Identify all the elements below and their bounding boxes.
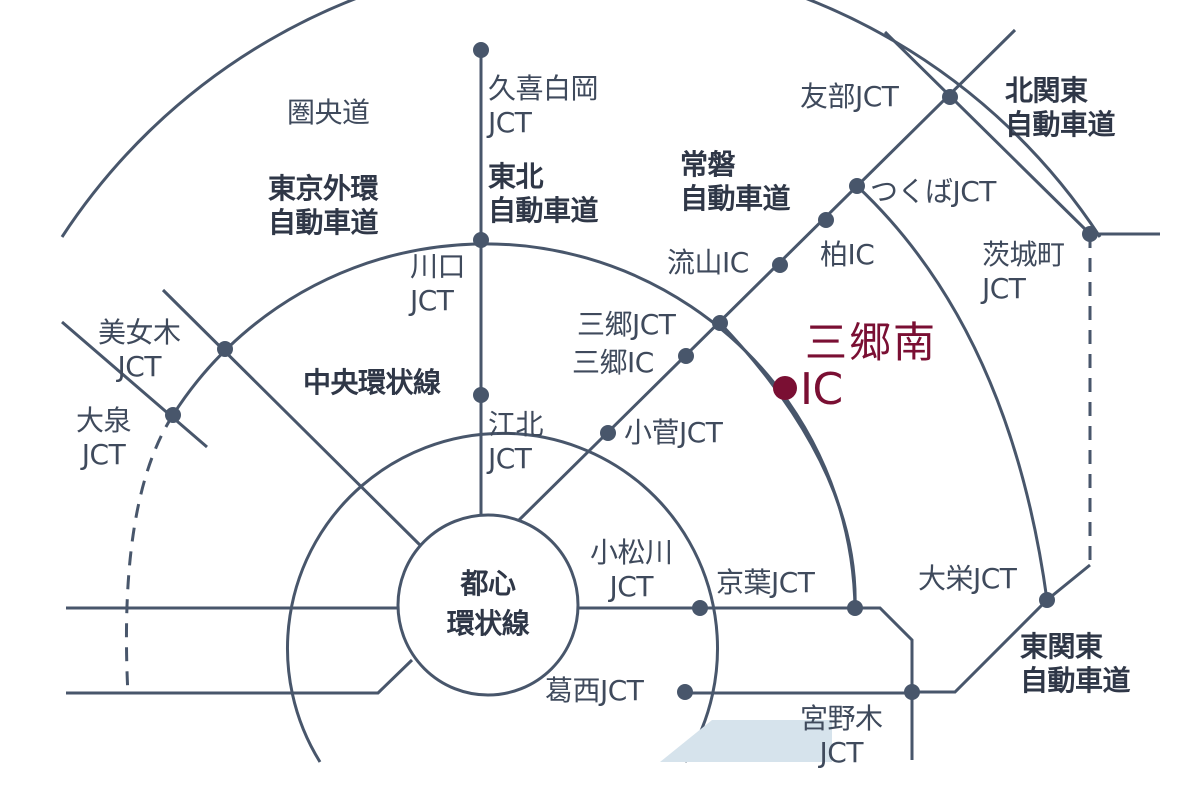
junction-dot	[600, 425, 616, 441]
junction-dot	[772, 257, 788, 273]
junction-dot	[678, 348, 694, 364]
ken-o-label: 圏央道	[287, 96, 370, 129]
nagareyama-label: 流山IC	[667, 246, 749, 279]
oizumi-label: 大泉 JCT	[76, 404, 132, 471]
junction-dot	[473, 232, 489, 248]
kawaguchi-label: 川口 JCT	[410, 250, 466, 317]
ken-o-east-arc	[855, 184, 1049, 601]
higashi-kanto-label: 東関東 自動車道	[1020, 630, 1131, 697]
ibaraki-machi-label: 茨城町 JCT	[982, 238, 1065, 305]
junction-dot	[217, 341, 233, 357]
west-line-lower	[66, 658, 414, 695]
tomobe-label: 友部JCT	[800, 80, 899, 113]
kita-kanto-expressway	[883, 30, 1092, 236]
junction-dot	[904, 684, 920, 700]
komatsugawa-label: 小松川 JCT	[590, 536, 673, 603]
gaikan-ring-dashed	[124, 414, 175, 696]
junction-dot	[692, 600, 708, 616]
keiyo-label: 京葉JCT	[716, 566, 815, 599]
miyanogi-label: 宮野木 JCT	[800, 702, 883, 769]
chuo-kanjo-label: 中央環状線	[303, 366, 441, 399]
kuki-shiraoka-label: 久喜白岡 JCT	[488, 72, 599, 139]
junction-dot	[818, 212, 834, 228]
junction-dot	[165, 407, 181, 423]
joban-expressway	[513, 28, 1017, 526]
taiei-label: 大栄JCT	[918, 562, 1017, 595]
kita-kanto-label: 北関東 自動車道	[1005, 74, 1116, 141]
gaikan-south-arc	[718, 321, 857, 611]
joban-label: 常磐 自動車道	[680, 148, 791, 215]
center-loop-label: 都心 環状線	[446, 567, 530, 640]
center-circle	[396, 513, 580, 697]
tohoku-label: 東北 自動車道	[488, 160, 599, 227]
bijogi-label: 美女木 JCT	[98, 316, 181, 383]
kasai-label: 葛西JCT	[545, 674, 644, 707]
misato-ic-label: 三郷IC	[572, 346, 654, 379]
ken-o-ring	[60, 0, 1102, 238]
gaikan-label: 東京外環 自動車道	[268, 172, 379, 239]
junction-dot	[1082, 226, 1098, 242]
oizumi-diagonal	[61, 320, 208, 449]
bijogi-radial	[161, 288, 427, 552]
junction-dot	[677, 684, 693, 700]
junction-dot	[1039, 592, 1055, 608]
misato-minami-ic: IC	[800, 364, 843, 415]
chuo-kanjo-ring	[286, 431, 719, 763]
misato-jct-label: 三郷JCT	[577, 308, 676, 341]
kashiwa-label: 柏IC	[820, 238, 875, 271]
keiyo-line	[577, 606, 914, 760]
junction-dot	[473, 42, 489, 58]
kosuge-label: 小菅JCT	[624, 416, 723, 449]
junction-dot	[847, 600, 863, 616]
junction-dot	[712, 315, 728, 331]
junction-dot	[942, 89, 958, 105]
misato-minami-marker	[773, 376, 797, 400]
tsukuba-label: つくばJCT	[870, 175, 996, 208]
junction-dot	[473, 387, 489, 403]
kohoku-label: 江北 JCT	[488, 408, 544, 475]
water-area	[660, 720, 832, 762]
higashi-kanto-expressway	[912, 563, 1091, 694]
misato-minami-name: 三郷南	[805, 318, 938, 367]
junction-dot	[849, 178, 865, 194]
